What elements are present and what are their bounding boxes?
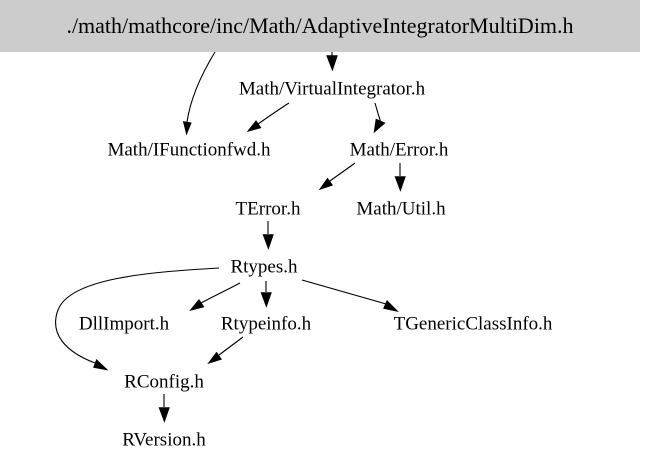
- edge-rtypes-to-tgenericclassinfo: [301, 279, 399, 312]
- node-terror[interactable]: TError.h: [235, 198, 301, 220]
- node-rconfig[interactable]: RConfig.h: [124, 371, 204, 393]
- edge-virtualintegrator-to-ifunctionfwd: [246, 102, 290, 133]
- edge-error-to-terror: [318, 162, 356, 191]
- node-math-error[interactable]: Math/Error.h: [349, 139, 449, 161]
- edge-rtypeinfo-to-rconfig: [207, 336, 244, 365]
- edge-terror-to-rtypes: [262, 221, 274, 250]
- edge-rtypes-to-dllimport: [189, 282, 241, 312]
- edge-root-to-virtualintegrator: [326, 52, 338, 72]
- edge-rconfig-to-rversion: [158, 394, 170, 423]
- edge-error-to-util: [394, 163, 406, 192]
- node-rtypes[interactable]: Rtypes.h: [230, 256, 298, 278]
- node-tgenericclassinfo[interactable]: TGenericClassInfo.h: [393, 313, 553, 335]
- node-rtypeinfo[interactable]: Rtypeinfo.h: [220, 313, 312, 335]
- edge-rtypes-to-rtypeinfo: [260, 281, 272, 308]
- node-math-virtualintegrator[interactable]: Math/VirtualIntegrator.h: [238, 78, 426, 100]
- edge-rtypes-to-rconfig: [55, 267, 220, 371]
- node-rversion[interactable]: RVersion.h: [122, 429, 206, 451]
- node-dllimport[interactable]: DllImport.h: [78, 313, 170, 335]
- root-node-box[interactable]: [0, 0, 640, 52]
- node-math-util[interactable]: Math/Util.h: [356, 198, 446, 220]
- node-math-ifunctionfwd[interactable]: Math/IFunctionfwd.h: [107, 139, 271, 161]
- edge-virtualintegrator-to-error: [373, 102, 386, 134]
- root-node-label[interactable]: ./math/mathcore/inc/Math/AdaptiveIntegra…: [66, 13, 574, 38]
- edge-root-to-ifunctionfwd: [182, 51, 216, 136]
